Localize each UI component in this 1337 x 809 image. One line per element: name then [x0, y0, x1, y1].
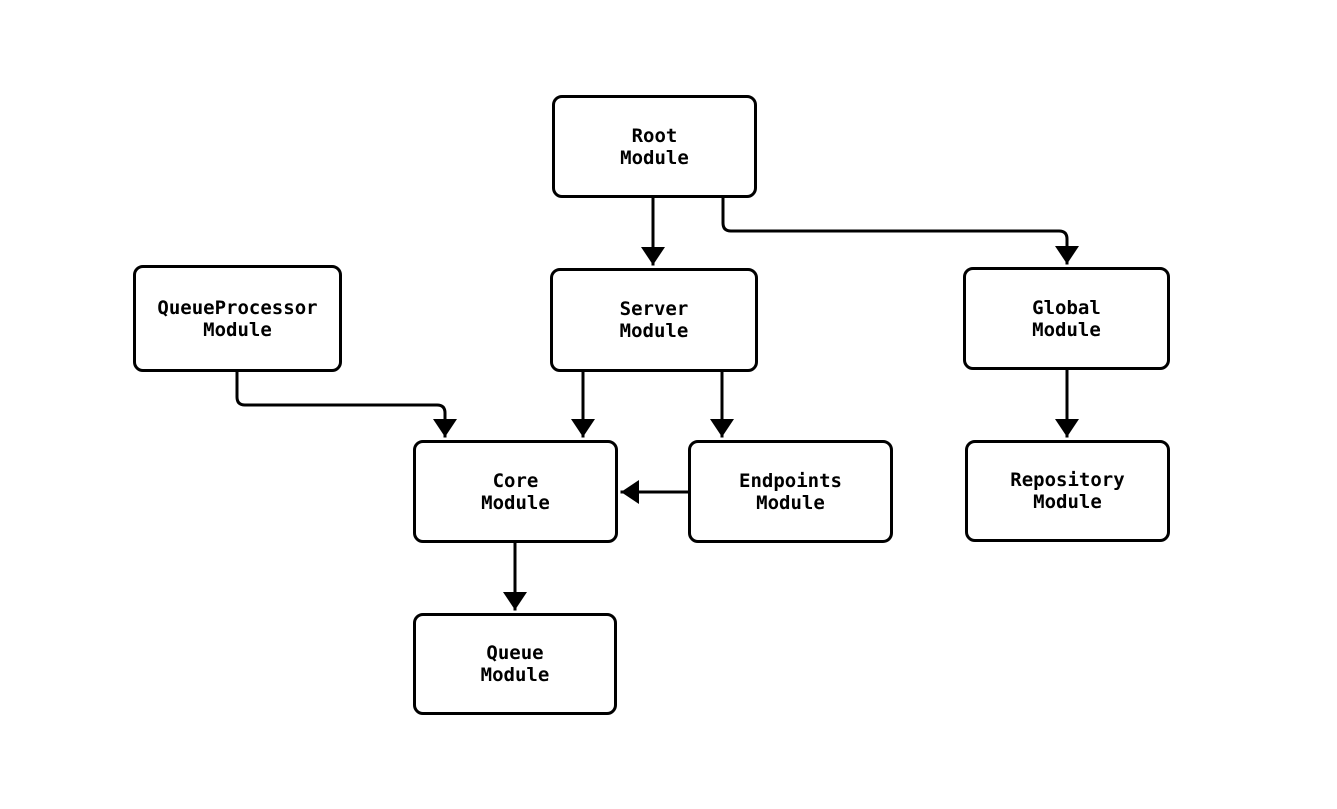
node-repository-module: Repository Module — [965, 440, 1170, 542]
node-global-module: Global Module — [963, 267, 1170, 370]
node-queueprocessor-module: QueueProcessor Module — [133, 265, 342, 372]
node-queue-module: Queue Module — [413, 613, 617, 715]
node-endpoints-module: Endpoints Module — [688, 440, 893, 543]
node-core-module: Core Module — [413, 440, 618, 543]
edge-queueprocessor-to-core — [235, 370, 457, 438]
edges-group — [235, 196, 1079, 611]
edge-root-to-global — [721, 196, 1079, 265]
node-root-module: Root Module — [552, 95, 757, 198]
node-server-module: Server Module — [550, 268, 758, 372]
